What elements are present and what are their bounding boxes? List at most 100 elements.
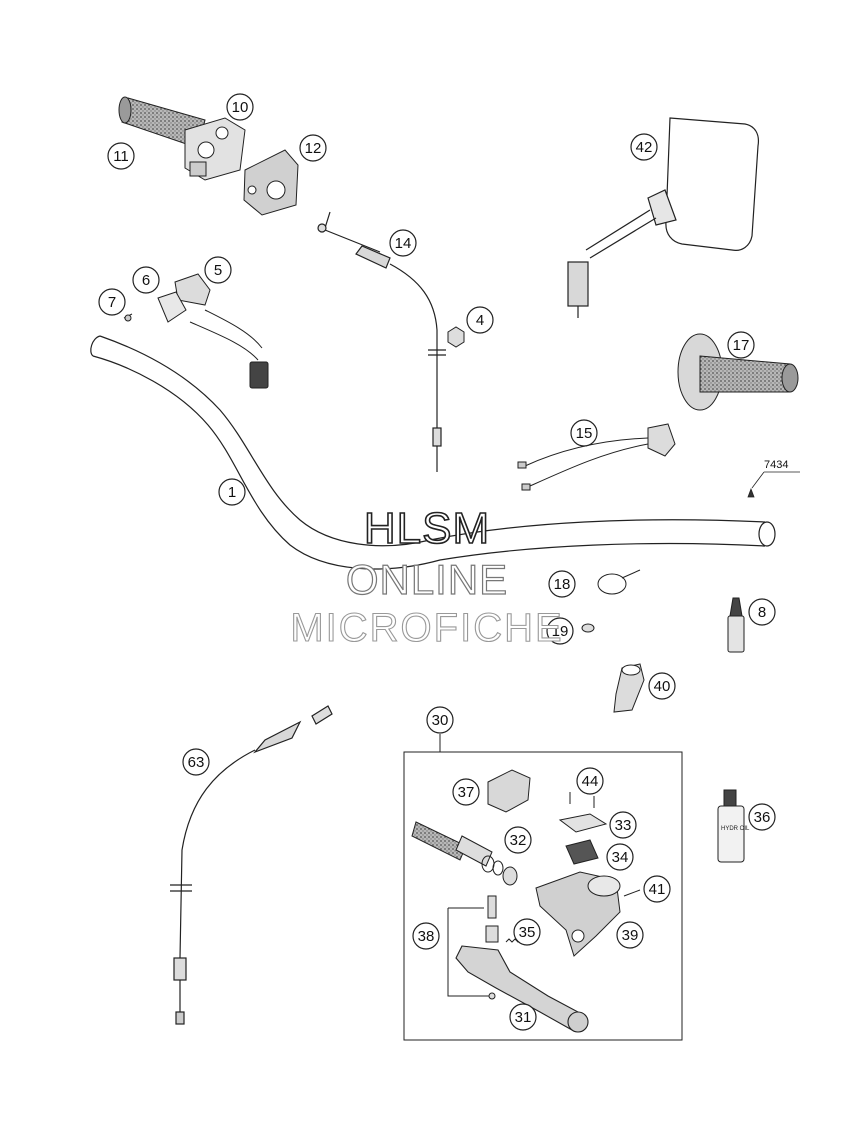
callout-label: 35 xyxy=(519,924,536,941)
callout-circle xyxy=(132,266,160,294)
callout-circle xyxy=(412,922,440,950)
callout-36: 36 xyxy=(748,803,776,831)
callout-12: 12 xyxy=(299,134,327,162)
callout-circle xyxy=(182,748,210,776)
callout-41: 41 xyxy=(643,875,671,903)
callout-44: 44 xyxy=(576,767,604,795)
callout-label: 17 xyxy=(733,337,750,354)
callout-4: 4 xyxy=(466,306,494,334)
callout-circle xyxy=(643,875,671,903)
callout-label: 34 xyxy=(612,849,629,866)
callout-5: 5 xyxy=(204,256,232,284)
callout-circle xyxy=(426,706,454,734)
throttle-cable xyxy=(317,211,446,472)
brake-lever xyxy=(455,945,589,1033)
callout-label: 11 xyxy=(113,148,129,165)
callout-label: 41 xyxy=(649,881,666,898)
throttle-cover xyxy=(243,149,299,216)
callout-label: 15 xyxy=(576,425,593,442)
throttle-housing xyxy=(184,117,246,181)
callout-circle xyxy=(648,672,676,700)
callout-label: 18 xyxy=(554,576,571,593)
callout-label: 7 xyxy=(108,294,116,311)
callout-circle xyxy=(452,778,480,806)
callout-circle xyxy=(630,133,658,161)
callout-circle xyxy=(226,93,254,121)
callout-circle xyxy=(748,598,776,626)
callout-15: 15 xyxy=(570,419,598,447)
master-cylinder xyxy=(535,871,641,957)
cable-nut xyxy=(447,326,465,348)
callout-label: 4 xyxy=(476,312,484,329)
reservoir-cover xyxy=(558,813,608,833)
callout-label: 14 xyxy=(395,235,412,252)
callout-label: 38 xyxy=(418,928,435,945)
callout-circle xyxy=(727,331,755,359)
callout-11: 11 xyxy=(107,142,135,170)
loctite-tube xyxy=(727,597,745,653)
callout-circle xyxy=(509,1003,537,1031)
callout-32: 32 xyxy=(504,826,532,854)
callout-circle xyxy=(609,811,637,839)
callout-10: 10 xyxy=(226,93,254,121)
handlebar xyxy=(90,335,776,570)
callout-circle xyxy=(576,767,604,795)
callout-label: 33 xyxy=(615,817,632,834)
callout-31: 31 xyxy=(509,1003,537,1031)
callout-1: 1 xyxy=(218,478,246,506)
callout-37: 37 xyxy=(452,778,480,806)
callout-circle xyxy=(748,803,776,831)
callout-38: 38 xyxy=(412,922,440,950)
callout-34: 34 xyxy=(606,843,634,871)
diaphragm xyxy=(565,839,599,865)
pivot-pin xyxy=(447,895,499,1000)
watermark-line-3: MICROFICHE xyxy=(290,605,564,650)
callout-label: 42 xyxy=(636,139,653,156)
reservoir-cap xyxy=(487,769,531,813)
callout-circle xyxy=(389,229,417,257)
callout-19: 19 xyxy=(546,617,574,645)
callout-33: 33 xyxy=(609,811,637,839)
piston-assembly xyxy=(411,821,518,886)
callout-6: 6 xyxy=(132,266,160,294)
throttle-grip xyxy=(118,96,206,149)
screw xyxy=(123,313,133,322)
watermark-line-1: HLSM xyxy=(363,503,491,554)
callout-label: 30 xyxy=(432,712,449,729)
callout-label: 37 xyxy=(458,784,475,801)
cap-screws xyxy=(569,792,595,808)
callout-circle xyxy=(98,288,126,316)
callout-label: 8 xyxy=(758,604,766,621)
callout-circle xyxy=(606,843,634,871)
callout-label: 39 xyxy=(622,927,639,944)
callout-8: 8 xyxy=(748,598,776,626)
clamp xyxy=(613,663,645,713)
callout-circle xyxy=(570,419,598,447)
callout-circle xyxy=(299,134,327,162)
callout-label: 10 xyxy=(232,99,249,116)
callout-label: 12 xyxy=(305,140,322,157)
callout-35: 35 xyxy=(513,918,541,946)
callout-label: 40 xyxy=(654,678,671,695)
callout-circle xyxy=(204,256,232,284)
callout-circle xyxy=(504,826,532,854)
callout-circle xyxy=(616,921,644,949)
left-grip xyxy=(677,333,799,411)
kill-switch xyxy=(157,273,269,389)
callout-circle xyxy=(546,617,574,645)
clutch-cable xyxy=(170,705,333,1025)
watermark-line-2: ONLINE xyxy=(345,555,509,603)
reference-leader xyxy=(747,471,800,498)
callout-circle xyxy=(548,570,576,598)
callout-circle xyxy=(218,478,246,506)
small-nut xyxy=(581,623,595,633)
cable-tie xyxy=(597,569,641,595)
mirror xyxy=(567,117,760,318)
callout-label: 63 xyxy=(188,754,205,771)
callout-7: 7 xyxy=(98,288,126,316)
callout-label: 31 xyxy=(515,1009,532,1026)
brake-kit-box xyxy=(403,734,683,1041)
callout-circle xyxy=(107,142,135,170)
